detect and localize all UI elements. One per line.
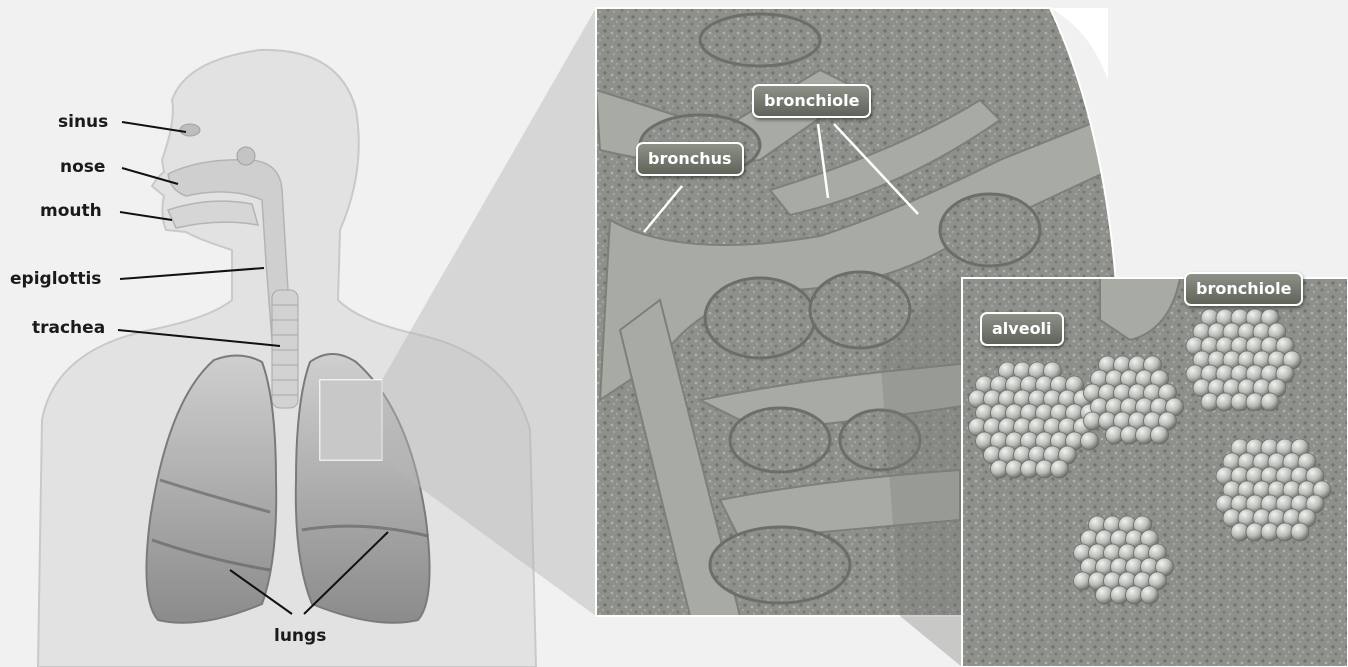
label-epiglottis: epiglottis bbox=[10, 269, 101, 289]
sinus-cavity bbox=[180, 124, 200, 136]
tag-bronchus: bronchus bbox=[636, 142, 744, 176]
label-lungs: lungs bbox=[274, 626, 326, 646]
tag-alveoli: alveoli bbox=[980, 312, 1064, 346]
trachea-shape bbox=[272, 290, 298, 408]
label-sinus: sinus bbox=[58, 112, 108, 132]
tag-bronchiole-tissue: bronchiole bbox=[752, 84, 871, 118]
label-nose: nose bbox=[60, 157, 105, 177]
tag-bronchiole-alveoli: bronchiole bbox=[1184, 272, 1303, 306]
label-trachea: trachea bbox=[32, 318, 105, 338]
label-mouth: mouth bbox=[40, 201, 102, 221]
